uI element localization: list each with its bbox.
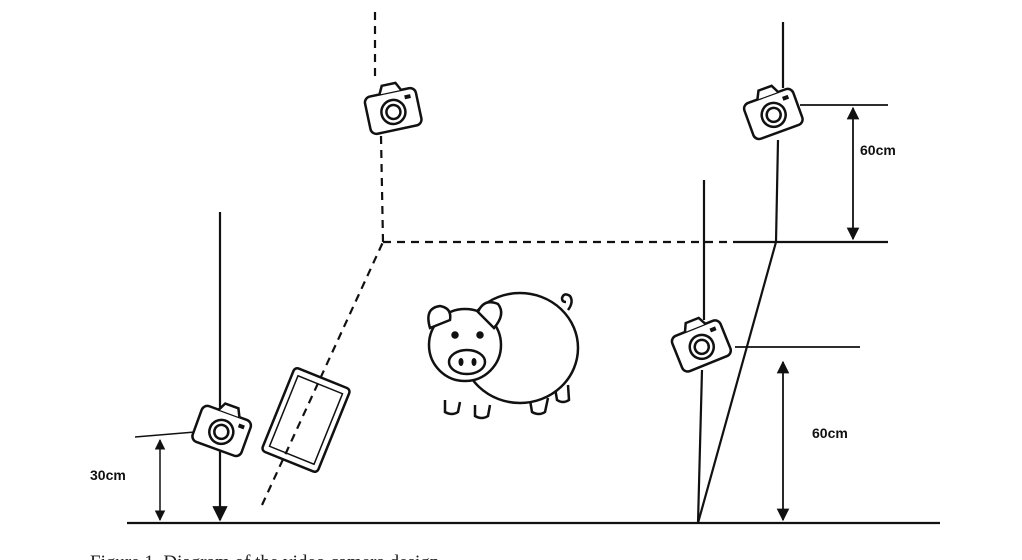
right-lower-pole-lower [696, 369, 704, 524]
camera-icon [189, 395, 257, 459]
camera-icon [665, 309, 734, 375]
dashed-diagonal [261, 241, 384, 506]
left-leader-line [134, 431, 196, 438]
left-height-label: 30cm [90, 467, 126, 483]
right-upper-height-label: 60cm [860, 142, 896, 158]
figure-caption: Figure 1. Diagram of the video camera de… [90, 552, 440, 560]
tablet-icon [261, 366, 351, 474]
right-upper-pole-lower [774, 139, 780, 243]
pig-icon [427, 291, 580, 420]
camera-icon [360, 77, 424, 137]
dashed-vertical [379, 135, 385, 243]
camera-icon [738, 78, 806, 142]
right-lower-height-label: 60cm [812, 425, 848, 441]
slope-line [696, 241, 778, 524]
